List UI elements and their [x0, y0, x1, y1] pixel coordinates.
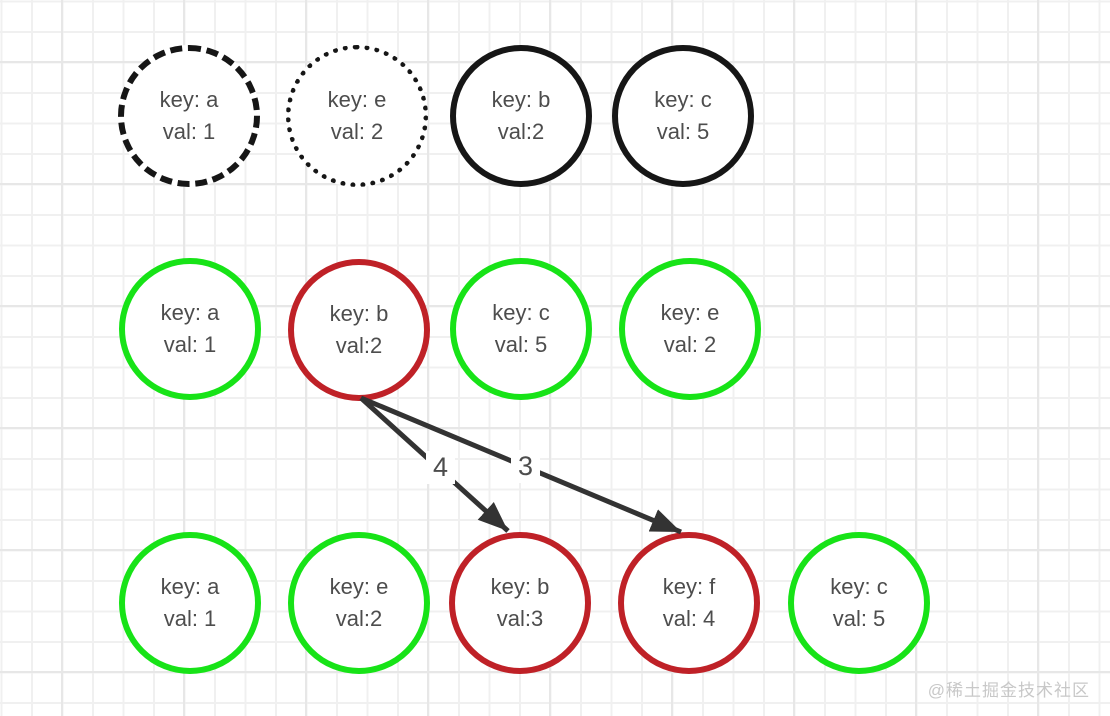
node-row1-key-c: key: c val: 5	[612, 45, 754, 187]
node-key-text: key: a	[160, 573, 220, 599]
node-val-text: val: 5	[494, 331, 548, 357]
node-val-text: val: 1	[163, 331, 217, 357]
node-row2-key-a: key: a val: 1	[119, 258, 261, 400]
node-val-text: val: 5	[656, 118, 710, 144]
node-key-text: key: c	[654, 86, 712, 112]
node-key-text: key: e	[327, 86, 387, 112]
node-val-text: val: 1	[162, 118, 216, 144]
node-val-text: val: 4	[662, 605, 716, 631]
node-row3-key-e: key: e val:2	[288, 532, 430, 674]
node-row3-key-a: key: a val: 1	[119, 532, 261, 674]
node-val-text: val:2	[497, 118, 545, 144]
node-row1-key-a: key: a val: 1	[118, 45, 260, 187]
node-val-text: val: 5	[832, 605, 886, 631]
node-val-text: val:2	[335, 332, 383, 358]
node-row2-key-b: key: b val:2	[288, 259, 430, 401]
node-key-text: key: c	[492, 299, 550, 325]
node-key-text: key: b	[491, 86, 551, 112]
node-val-text: val: 2	[330, 118, 384, 144]
node-key-text: key: c	[830, 573, 888, 599]
node-row3-key-b: key: b val:3	[449, 532, 591, 674]
node-row3-key-c: key: c val: 5	[788, 532, 930, 674]
node-key-text: key: a	[160, 299, 220, 325]
node-val-text: val: 1	[163, 605, 217, 631]
node-val-text: val: 2	[663, 331, 717, 357]
node-key-text: key: f	[662, 573, 716, 599]
edge-label-3: 3	[511, 450, 541, 483]
node-key-text: key: e	[329, 573, 389, 599]
node-key-text: key: b	[490, 573, 550, 599]
node-val-text: val:3	[496, 605, 544, 631]
node-row2-key-e: key: e val: 2	[619, 258, 761, 400]
watermark-text: @稀土掘金技术社区	[927, 681, 1090, 700]
node-val-text: val:2	[335, 605, 383, 631]
node-row1-key-b: key: b val:2	[450, 45, 592, 187]
node-row3-key-f: key: f val: 4	[618, 532, 760, 674]
node-key-text: key: e	[660, 299, 720, 325]
node-key-text: key: a	[159, 86, 219, 112]
node-key-text: key: b	[329, 300, 389, 326]
edge-label-4: 4	[426, 451, 456, 484]
node-row1-key-e: key: e val: 2	[286, 45, 428, 187]
node-row2-key-c: key: c val: 5	[450, 258, 592, 400]
